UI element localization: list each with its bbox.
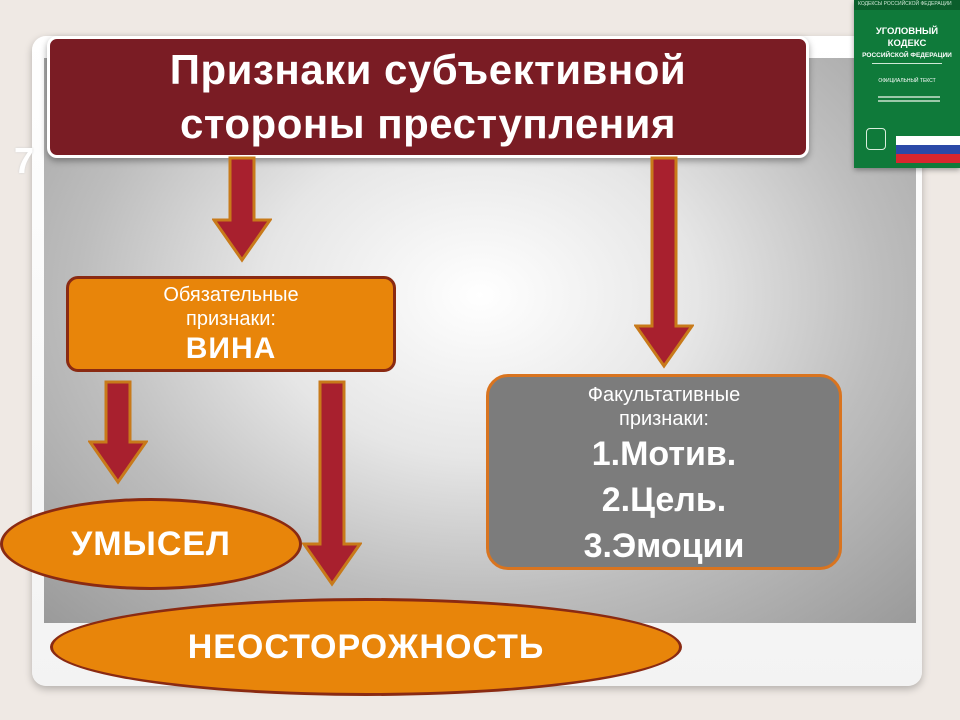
arrow-to-negligence-icon — [302, 380, 362, 588]
arrow-to-required-icon — [212, 156, 272, 264]
book-subtitle: РОССИЙСКОЙ ФЕДЕРАЦИИ — [854, 52, 960, 59]
russian-flag-icon — [896, 136, 960, 163]
arrow-to-intent-icon — [88, 380, 148, 486]
required-signs-box: Обязательные признаки: ВИНА — [66, 276, 396, 372]
required-signs-label: Обязательные признаки: — [69, 283, 393, 331]
coat-of-arms-icon — [866, 128, 886, 150]
book-top-text: КОДЕКСЫ РОССИЙСКОЙ ФЕДЕРАЦИИ — [858, 1, 952, 7]
slide-number: 7 — [14, 140, 34, 182]
optional-item-emotions: 3.Эмоции — [489, 523, 839, 569]
guilt-label: ВИНА — [69, 331, 393, 367]
book-divider — [872, 63, 942, 64]
optional-item-goal: 2.Цель. — [489, 477, 839, 523]
arrow-to-optional-icon — [634, 156, 694, 370]
book-note-lines — [878, 96, 940, 108]
slide-title: Признаки субъективной стороны преступлен… — [170, 43, 686, 151]
book-title: УГОЛОВНЫЙ КОДЕКС — [854, 26, 960, 50]
criminal-code-book-image: КОДЕКСЫ РОССИЙСКОЙ ФЕДЕРАЦИИ УГОЛОВНЫЙ К… — [854, 0, 960, 168]
book-top-band: КОДЕКСЫ РОССИЙСКОЙ ФЕДЕРАЦИИ — [854, 0, 960, 10]
book-edition: ОФИЦИАЛЬНЫЙ ТЕКСТ — [854, 78, 960, 84]
intent-label: УМЫСЕЛ — [71, 525, 231, 564]
optional-item-motive: 1.Мотив. — [489, 431, 839, 477]
optional-signs-box: Факультативные признаки: 1.Мотив. 2.Цель… — [486, 374, 842, 570]
negligence-oval: НЕОСТОРОЖНОСТЬ — [50, 598, 682, 696]
title-box: Признаки субъективной стороны преступлен… — [47, 36, 809, 158]
negligence-label: НЕОСТОРОЖНОСТЬ — [188, 628, 545, 667]
intent-oval: УМЫСЕЛ — [0, 498, 302, 590]
optional-signs-label: Факультативные признаки: — [489, 383, 839, 431]
